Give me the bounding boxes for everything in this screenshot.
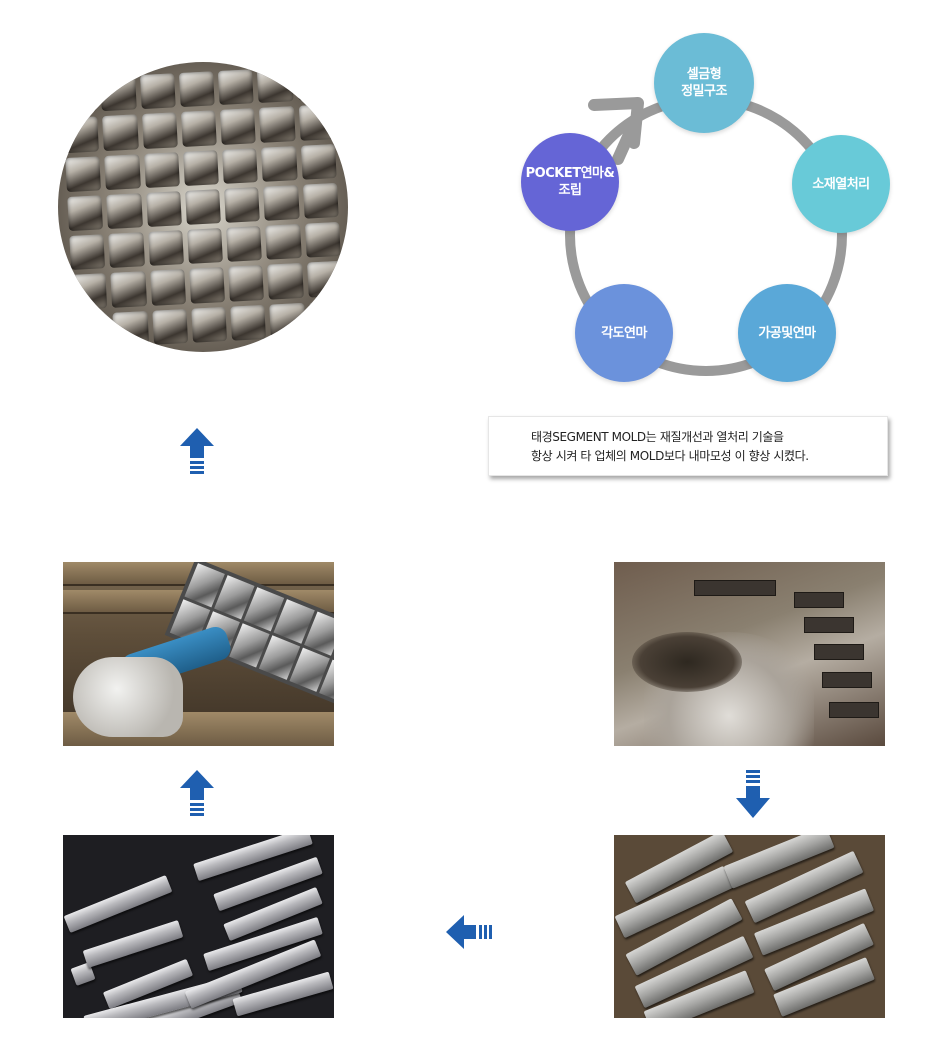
caption-line-2: 항상 시켜 타 업체의 MOLD보다 내마모성 이 향상 시켰다. [531,449,809,463]
cycle-node-angle-polishing: 각도연마 [575,284,673,382]
photo-mold-bars-rack [63,835,334,1018]
photo-heat-treatment-yard [614,562,885,746]
up-arrow-icon [180,428,214,476]
photo-machined-molds [614,835,885,1018]
cycle-node-heat-treatment: 소재열처리 [792,135,890,233]
description-caption: 태경SEGMENT MOLD는 재질개선과 열처리 기술을 항상 시켜 타 업체… [488,416,888,476]
down-arrow-icon [736,770,770,818]
caption-line-1: 태경SEGMENT MOLD는 재질개선과 열처리 기술을 [531,430,784,444]
cycle-node-machining-polishing: 가공및연마 [738,284,836,382]
left-arrow-icon [446,915,496,949]
cycle-start-arrow-icon [588,97,644,165]
photo-pocket-grinding [63,562,334,746]
mold-circle-photo [58,62,348,352]
up-arrow-icon [180,770,214,818]
cycle-node-cell-mold: 셀금형 정밀구조 [654,33,754,133]
cycle-node-pocket-assembly: POCKET연마& 조립 [521,133,619,231]
